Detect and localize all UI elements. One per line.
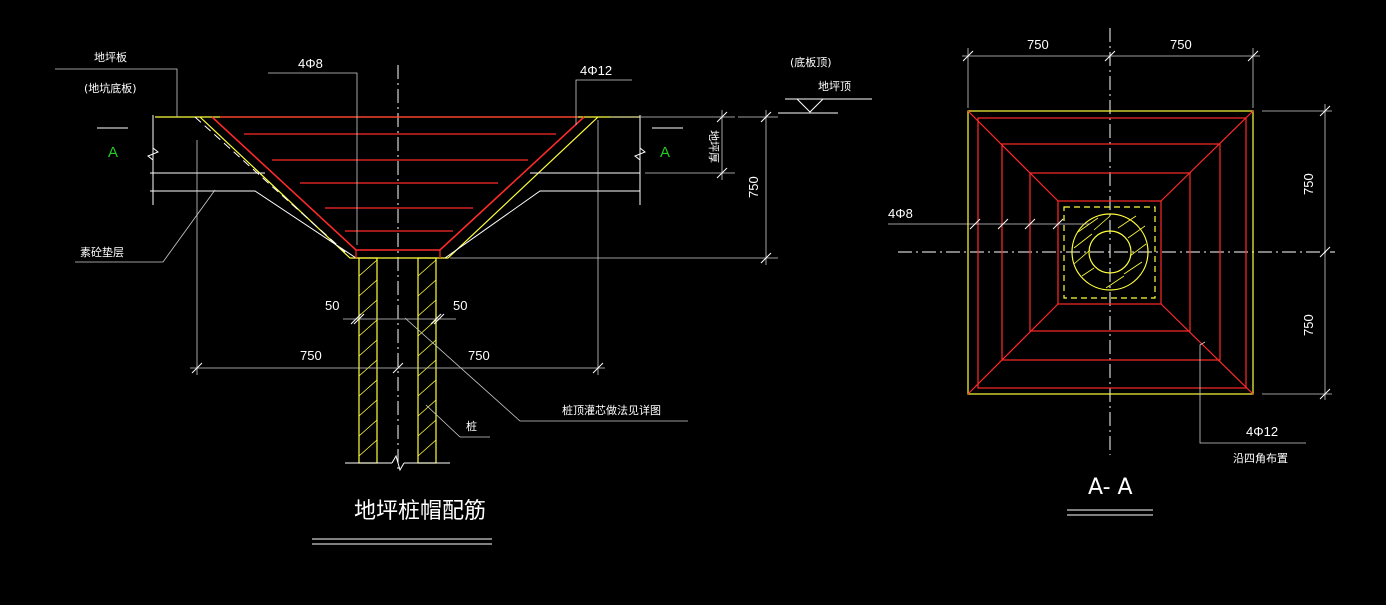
tick-plan-right-center	[1319, 246, 1331, 258]
break-mark-right	[634, 147, 646, 161]
tick-depth-bottom	[760, 252, 772, 264]
tick-inner-4	[1052, 218, 1064, 230]
label-floor-slab: 地坪板	[94, 50, 127, 64]
corner-rebar-br	[1160, 303, 1254, 395]
leader-rebar-side	[575, 79, 632, 125]
cap-outline-plan	[967, 110, 1254, 395]
dim-offset-right: 50	[453, 298, 467, 313]
tick-depth-top	[760, 111, 772, 123]
leader-rebar-top	[268, 72, 358, 245]
tick-offset-1	[350, 313, 362, 325]
tick-cap-center	[392, 362, 404, 374]
dim-right-top: 750	[1301, 173, 1316, 195]
label-pit-slab: (地坑底板)	[84, 81, 137, 95]
rebar-cap-outer	[211, 116, 585, 251]
tick-cap-left	[191, 362, 203, 374]
label-rebar-inner: 4Φ8	[888, 206, 913, 221]
dim-depth: 750	[746, 176, 761, 198]
tick-cap-right	[592, 362, 604, 374]
leader-floor-slab	[55, 68, 178, 117]
label-rebar-outer: 4Φ12	[1246, 424, 1278, 439]
tick-plan-right-top	[1319, 105, 1331, 117]
pile-outer-circle	[1071, 213, 1149, 291]
bedding-slope-left	[240, 190, 357, 259]
dim-half-left: 750	[300, 348, 322, 363]
dim-top-right: 750	[1170, 37, 1192, 52]
tick-offset-4	[433, 313, 445, 325]
dim-right-bottom: 750	[1301, 314, 1316, 336]
label-base-top: (底板顶)	[790, 55, 832, 69]
label-pile-detail: 桩顶灌芯做法见详图	[562, 403, 661, 417]
leader-bedding	[75, 189, 216, 263]
bedding-slope-right	[444, 190, 548, 259]
label-bedding: 素砼垫层	[80, 245, 124, 259]
label-rebar-top: 4Φ8	[298, 56, 323, 71]
tick-inner-3	[1024, 218, 1036, 230]
corner-rebar-bl	[967, 303, 1059, 395]
dim-half-right: 750	[468, 348, 490, 363]
tick-slab-top	[716, 111, 728, 123]
plan-view: 4Φ8 4Φ12 沿四角布置 750 750 750 750 A- A	[888, 28, 1335, 516]
pile-hatch	[358, 259, 437, 457]
rebar-ring-1	[977, 117, 1247, 389]
pile-ring-hatch	[1073, 215, 1147, 289]
tick-inner-2	[997, 218, 1009, 230]
pile-top-dashed	[1063, 206, 1156, 299]
cap-outline	[199, 116, 599, 259]
label-rebar-side: 4Φ12	[580, 63, 612, 78]
corner-rebar-tr	[1160, 110, 1254, 202]
section-mark-right: A	[660, 144, 670, 161]
section-mark-left: A	[108, 144, 118, 161]
pile-bottom-break	[391, 454, 405, 472]
label-floor-top: 地坪顶	[818, 80, 851, 93]
section-title: 地坪桩帽配筋	[354, 499, 486, 524]
section-view: A A 地坪板 (地坑底板) 素砼垫层 4Φ8 4Φ12 (底板顶) 地坪顶 地…	[55, 50, 872, 545]
floor-top-triangle	[796, 98, 824, 113]
leader-pile	[425, 404, 490, 438]
pile-inner-circle	[1088, 230, 1132, 274]
label-corner-note: 沿四角布置	[1233, 452, 1288, 465]
rebar-ring-3	[1029, 172, 1191, 332]
tick-plan-top-left	[962, 50, 974, 62]
tick-slab-bottom	[716, 167, 728, 179]
dim-offset-left: 50	[325, 298, 339, 313]
label-pile: 桩	[466, 419, 477, 433]
break-mark-left	[147, 147, 159, 161]
leader-pile-detail	[404, 317, 688, 422]
corner-rebar-tl	[967, 110, 1059, 202]
inner-slope-dashed	[194, 116, 346, 253]
pile-wall-left	[358, 257, 378, 464]
tick-offset-2	[353, 313, 365, 325]
rebar-ring-2	[1001, 143, 1221, 361]
label-slab-thickness: 地坪厚	[707, 130, 720, 163]
pile-wall-right	[417, 257, 437, 464]
tick-plan-top-center	[1104, 50, 1116, 62]
tick-inner-1	[969, 218, 981, 230]
tick-offset-3	[430, 313, 442, 325]
tick-plan-top-right	[1247, 50, 1259, 62]
tick-plan-right-bottom	[1319, 388, 1331, 400]
plan-title: A- A	[1088, 475, 1133, 500]
leader-rebar-outer	[1199, 341, 1306, 444]
dim-top-left: 750	[1027, 37, 1049, 52]
rebar-ring-4	[1057, 200, 1162, 305]
